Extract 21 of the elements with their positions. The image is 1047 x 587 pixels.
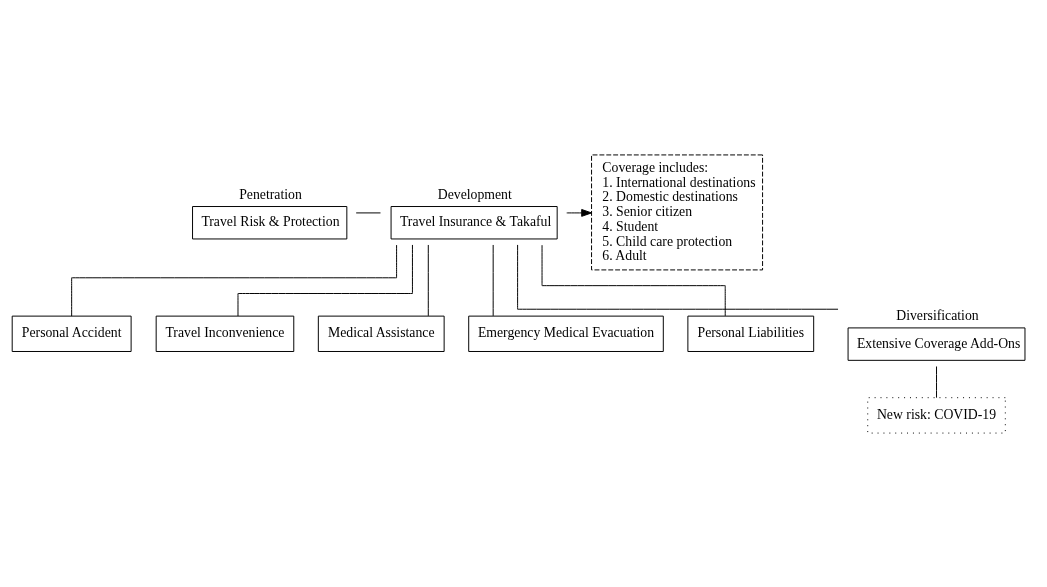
- node-label: Development: [437, 186, 512, 202]
- node-box: New risk: COVID-19: [867, 396, 1006, 434]
- node-box: Travel Risk & Protection: [192, 205, 348, 239]
- node-box: Travel Insurance & Takaful: [390, 205, 558, 239]
- node-box: Emergency Medical Evacuation: [468, 315, 664, 352]
- connector: [541, 244, 726, 316]
- node-box: Coverage includes: 1. International destinations 2. Domestic destinations 3. Senior citizen 4. Student 5. Child care protection 6. Adult: [591, 153, 764, 270]
- node-box: Medical Assistance: [317, 315, 445, 352]
- connector: [71, 244, 398, 317]
- connector: [517, 243, 839, 310]
- node-box: Personal Liabilities: [687, 315, 815, 352]
- connector: [492, 243, 494, 316]
- node-label: Diversification: [896, 307, 979, 323]
- node-box: Travel Inconvenience: [155, 315, 295, 352]
- arrow: [566, 208, 592, 217]
- connector: [936, 365, 937, 398]
- node-box: Extensive Coverage Add-Ons: [847, 326, 1026, 361]
- node-box: Personal Accident: [11, 315, 132, 352]
- connector: [237, 243, 413, 316]
- node-label: Penetration: [239, 186, 302, 202]
- connector: [427, 243, 429, 316]
